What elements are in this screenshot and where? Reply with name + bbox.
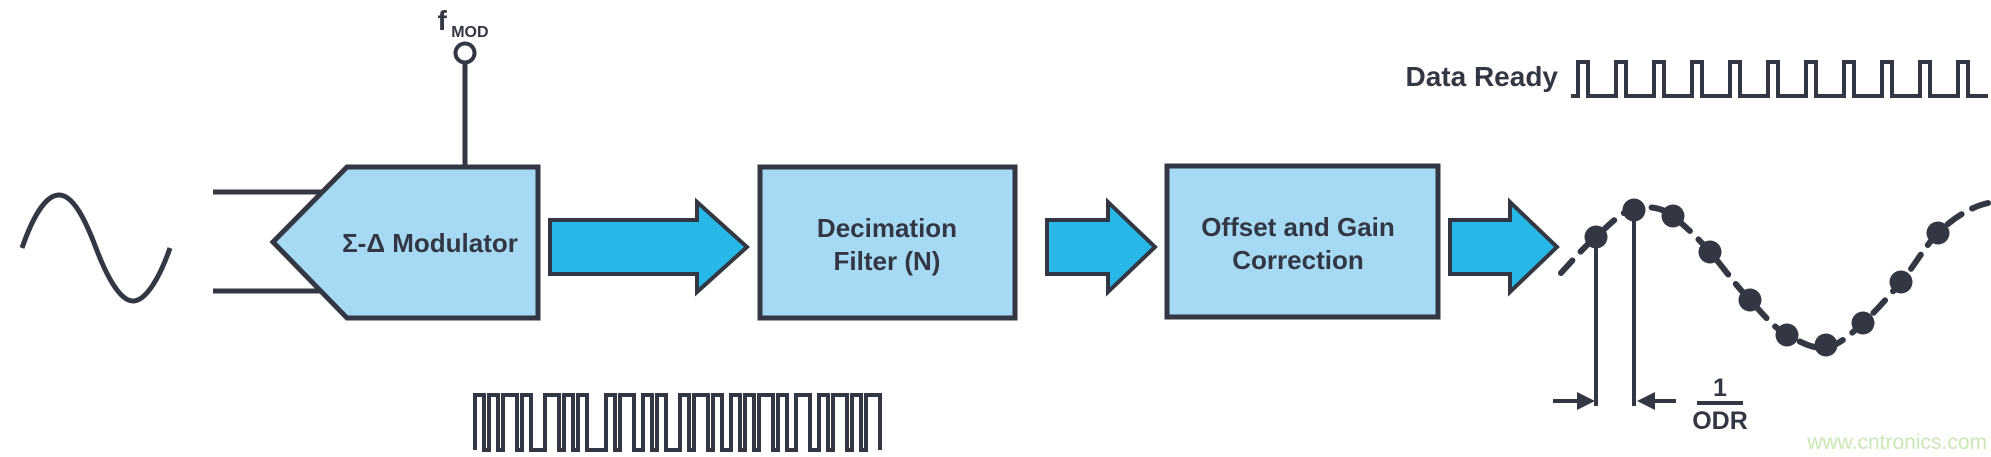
sample-dot <box>1584 225 1608 249</box>
sample-dot <box>1661 204 1685 228</box>
output-sampled-sine-curve <box>1558 200 1991 352</box>
data-ready-label: Data Ready <box>1405 61 1558 92</box>
sample-dot <box>1851 311 1875 335</box>
sigma-delta-modulator-block <box>269 164 541 321</box>
arrow-decimation-to-correction <box>1045 197 1158 297</box>
offset-gain-correction-block <box>1164 163 1441 320</box>
sigma-delta-modulator-label: Σ-Δ Modulator <box>342 228 518 258</box>
fmod-clock-terminal <box>453 41 477 65</box>
arrow-correction-to-output <box>1448 197 1560 297</box>
sample-dot <box>1738 288 1762 312</box>
offset-gain-correction-label-line1: Offset and Gain <box>1201 212 1395 242</box>
decimation-filter-label-line1: Decimation <box>817 213 957 243</box>
watermark-text: www.cntronics.com <box>1806 431 1987 454</box>
sample-dot <box>1775 323 1799 347</box>
odr-arrow-right-head <box>1637 392 1655 410</box>
fmod-base: f <box>437 5 447 36</box>
odr-fraction-numerator: 1 <box>1713 374 1727 402</box>
decimation-filter-block <box>757 164 1018 321</box>
modulator-bitstream-waveform <box>473 393 882 452</box>
output-sample-dots <box>1584 198 1950 357</box>
data-ready-pulse-train <box>1571 60 1988 98</box>
sample-dot <box>1889 270 1913 294</box>
offset-gain-correction-label-line2: Correction <box>1232 245 1363 275</box>
sample-dot <box>1926 221 1950 245</box>
decimation-filter-label-line2: Filter (N) <box>834 246 941 276</box>
fmod-subscript: MOD <box>451 24 488 41</box>
sample-dot <box>1622 198 1646 222</box>
arrow-modulator-to-decimation <box>548 197 750 297</box>
input-analog-sine-waveform <box>19 192 173 304</box>
fmod-clock-label: f MOD <box>437 5 488 41</box>
odr-fraction-denominator: ODR <box>1692 407 1748 435</box>
sample-dot <box>1698 240 1722 264</box>
sample-dot <box>1814 333 1838 357</box>
odr-arrow-left-head <box>1577 392 1595 410</box>
